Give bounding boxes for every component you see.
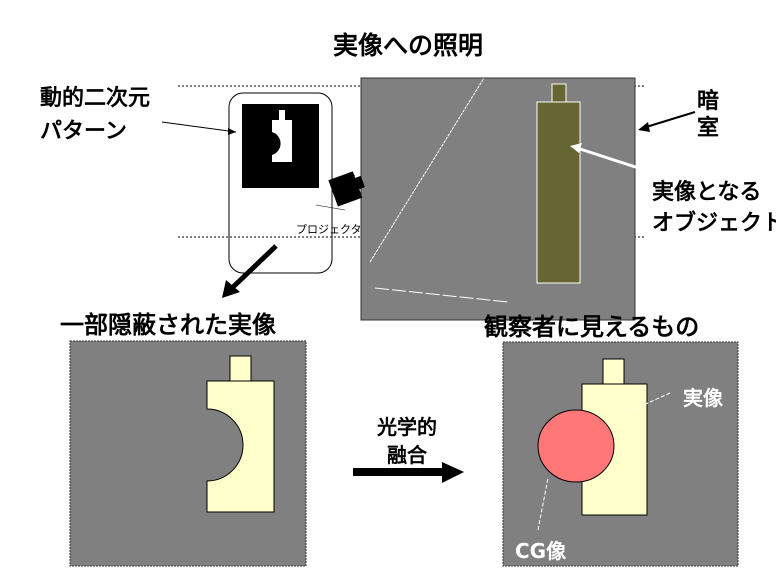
projection-ray-upper [369, 77, 485, 263]
darkroom-label-2: 室 [697, 115, 719, 141]
left-panel-title: 一部隠蔽された実像 [60, 311, 277, 339]
right-panel-title: 観察者に見えるもの [484, 313, 699, 341]
object-body [536, 101, 581, 284]
cg-pointer [537, 477, 549, 531]
real-image-pointer [627, 392, 671, 413]
pattern-pointer [161, 121, 237, 133]
left-object-body [206, 380, 275, 513]
down-arrow [230, 244, 278, 290]
projection-ray-lower [374, 287, 509, 303]
object-label-line2: オブジェクト [652, 210, 776, 236]
object-neck [551, 83, 567, 103]
object-pointer [576, 146, 661, 177]
down-arrow-head [222, 280, 240, 298]
darkroom-pointer [642, 111, 696, 129]
dark-room [360, 77, 636, 321]
projector-icon [328, 171, 365, 207]
object-label-line1: 実像となる [652, 179, 761, 205]
projector-label: プロジェクタ [296, 223, 362, 236]
real-image-label: 実像 [683, 386, 724, 410]
right-object-neck [602, 358, 625, 385]
fusion-label-line2: 融合 [387, 443, 428, 467]
pattern-pointer-head [228, 128, 236, 135]
pattern-bottle-body [272, 120, 292, 162]
fusion-arrow-head [442, 462, 464, 483]
cg-object [537, 409, 615, 483]
darkroom-pointer-head [638, 122, 650, 132]
cg-image-label: CG像 [515, 539, 567, 563]
pattern-label-line1: 動的二次元 [40, 85, 150, 111]
fusion-label-line1: 光学的 [376, 415, 437, 439]
pattern-bottle-neck [279, 110, 285, 120]
title-top: 実像への照明 [333, 31, 483, 60]
left-object-neck [229, 355, 252, 382]
pattern-label-line2: パターン [40, 119, 127, 144]
object-pointer-head [570, 143, 582, 153]
projector-link2 [315, 204, 346, 211]
fusion-arrow-shaft [353, 468, 443, 476]
darkroom-label-1: 暗 [697, 88, 719, 114]
